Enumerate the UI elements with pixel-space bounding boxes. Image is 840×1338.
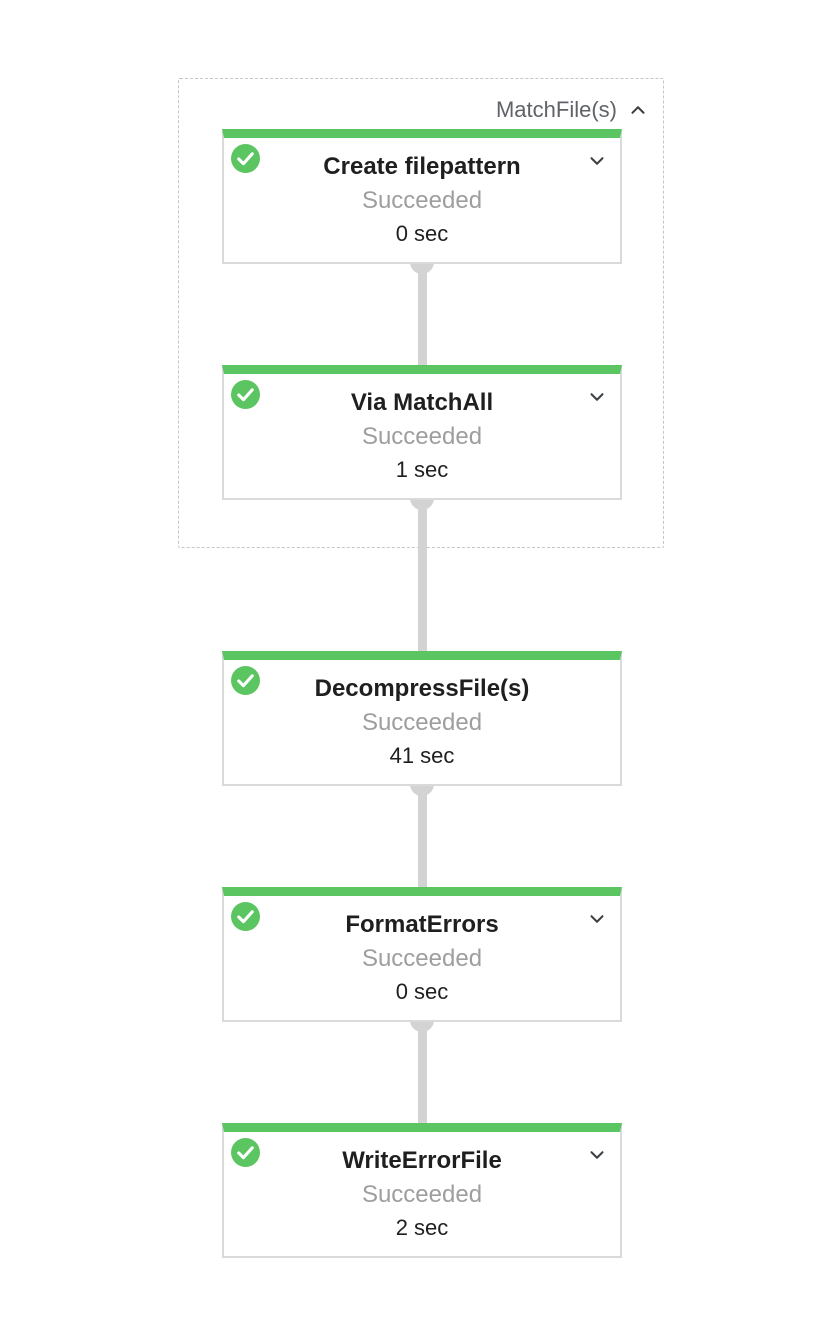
group-collapse-toggle[interactable]: MatchFile(s) (496, 93, 649, 127)
check-circle-icon (231, 380, 260, 409)
step-status: Succeeded (361, 945, 483, 972)
step-node-decompressfiles[interactable]: DecompressFile(s) Succeeded 41 sec (222, 651, 622, 786)
step-node-create-filepattern[interactable]: Create filepattern Succeeded 0 sec (222, 129, 622, 264)
step-duration: 0 sec (395, 979, 449, 1004)
step-node-formaterrors[interactable]: FormatErrors Succeeded 0 sec (222, 887, 622, 1022)
connector-2 (418, 500, 427, 652)
check-circle-icon (231, 1138, 260, 1167)
step-title: Create filepattern (323, 153, 521, 180)
step-title: Via MatchAll (350, 389, 494, 416)
connector-3 (418, 786, 427, 888)
chevron-down-icon[interactable] (586, 908, 608, 930)
check-circle-icon (231, 902, 260, 931)
step-duration: 1 sec (395, 457, 449, 482)
connector-4 (418, 1022, 427, 1124)
check-circle-icon (231, 144, 260, 173)
step-status: Succeeded (361, 1181, 483, 1208)
step-title: WriteErrorFile (342, 1147, 502, 1174)
step-duration: 0 sec (395, 221, 449, 246)
chevron-up-icon[interactable] (627, 99, 649, 121)
step-node-writeerrorfile[interactable]: WriteErrorFile Succeeded 2 sec (222, 1123, 622, 1258)
check-circle-icon (231, 666, 260, 695)
step-status: Succeeded (361, 187, 483, 214)
chevron-down-icon[interactable] (586, 1144, 608, 1166)
step-status: Succeeded (361, 709, 483, 736)
group-label: MatchFile(s) (495, 97, 617, 122)
step-node-via-matchall[interactable]: Via MatchAll Succeeded 1 sec (222, 365, 622, 500)
chevron-down-icon[interactable] (586, 386, 608, 408)
step-duration: 2 sec (395, 1215, 449, 1240)
connector-1 (418, 264, 427, 366)
step-title: DecompressFile(s) (314, 675, 530, 702)
step-title: FormatErrors (345, 911, 499, 938)
step-status: Succeeded (361, 423, 483, 450)
chevron-down-icon[interactable] (586, 150, 608, 172)
step-duration: 41 sec (389, 743, 455, 768)
